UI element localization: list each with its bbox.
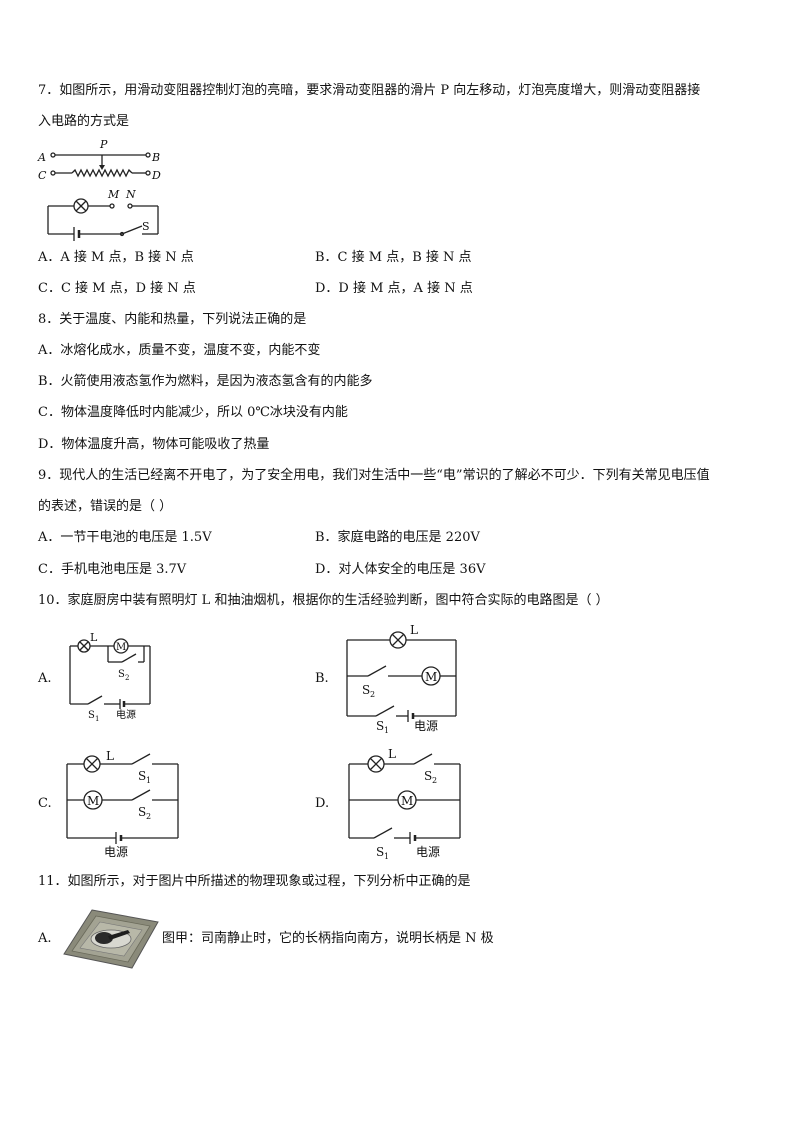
q10d-lamp-label: L [388,747,396,761]
q10a-motor-label: M [116,642,126,653]
q7-option-a: A．A 接 M 点，B 接 N 点 [38,250,194,265]
switch-s2-icon [131,789,151,801]
q11-option-a: 图甲：司南静止时，它的长柄指向南方，说明长柄是 N 极 [162,931,494,946]
q7-option-d: D．D 接 M 点，A 接 N 点 [315,281,473,296]
q10-circuit-b: L M S 2 S 1 电源 [346,623,457,735]
q10d-s2-label: S [424,769,432,783]
point-n [127,203,133,209]
q10b-s1-label: S [376,719,384,733]
q10a-s2-label: S [118,669,125,680]
q7-fig-label-b: B [151,151,160,164]
q8-option-b: B．火箭使用液态氢作为燃料，是因为液态氢含有的内能多 [38,374,373,389]
q7-fig-label-d: D [151,169,161,182]
q10a-lamp-label: L [90,631,98,644]
q7-rheostat-circuit-figure: A B P C D M N S [37,138,161,241]
q10d-motor-label: M [401,794,413,808]
switch-s2-icon [367,665,387,677]
q10d-s1-sub: 1 [384,852,389,861]
q7-fig-label-s: S [142,220,150,233]
q9-option-a: A．一节干电池的电压是 1.5V [38,530,212,545]
q11-label-a: A. [38,931,52,946]
terminal-d [145,170,151,176]
switch-s1-icon [131,753,151,765]
q7-fig-label-n: N [125,188,136,201]
q10-circuit-d: L S 2 M S 1 电源 [348,747,461,861]
q10b-lamp-label: L [410,623,418,637]
q10-label-d: D. [315,796,330,811]
q9-option-d: D．对人体安全的电压是 36V [315,562,486,577]
q10d-s1-label: S [376,845,384,859]
terminal-c [50,170,56,176]
q7-stem-line1: 7．如图所示，用滑动变阻器控制灯泡的亮暗，要求滑动变阻器的滑片 P 向左移动，灯… [38,83,701,98]
q10a-s2-sub: 2 [125,674,129,682]
q10b-s1-sub: 1 [384,726,389,735]
q10d-power-label: 电源 [416,845,440,859]
point-m [109,203,115,209]
q9-stem-line2: 的表述，错误的是（ ） [38,499,173,514]
switch-s2-icon [121,653,137,663]
q10-stem: 10．家庭厨房中装有照明灯 L 和抽油烟机，根据你的生活经验判断，图中符合实际的… [38,593,609,608]
switch-s2-icon [413,753,433,765]
q10c-lamp-label: L [106,749,114,763]
q10a-s1-label: S [88,710,95,721]
terminal-b [145,152,151,158]
q7-option-c: C．C 接 M 点，D 接 N 点 [38,281,196,296]
switch-s1-icon [87,695,103,705]
q10b-power-label: 电源 [414,719,438,733]
terminal-a [50,152,56,158]
q10b-s2-sub: 2 [370,690,375,699]
resistance-coil [71,168,133,178]
q10-label-a: A. [38,671,52,686]
q10a-s1-sub: 1 [95,715,99,723]
q9-option-b: B．家庭电路的电压是 220V [315,530,480,545]
switch-s1-icon [375,705,395,717]
q10b-motor-label: M [425,670,437,684]
q10c-s1-sub: 1 [146,776,151,785]
q10c-power-label: 电源 [104,845,128,859]
q10c-s2-label: S [138,805,146,819]
q9-option-c: C．手机电池电压是 3.7V [38,562,187,577]
q10b-s2-label: S [362,683,370,697]
q10-label-c: C. [38,796,52,811]
q8-stem: 8．关于温度、内能和热量，下列说法正确的是 [38,312,307,327]
q7-option-b: B．C 接 M 点，B 接 N 点 [315,250,472,265]
q10c-s1-label: S [138,769,146,783]
q9-stem-line1: 9．现代人的生活已经离不开电了，为了安全用电，我们对生活中一些“电”常识的了解必… [38,468,710,483]
q8-option-c: C．物体温度降低时内能减少，所以 0℃冰块没有内能 [38,405,348,420]
q7-fig-label-c: C [38,169,47,182]
q10-label-b: B. [315,671,329,686]
q10c-motor-label: M [87,794,99,808]
q10c-s2-sub: 2 [146,812,151,821]
q10a-power-label: 电源 [116,708,136,721]
q7-stem-line2: 入电路的方式是 [38,114,130,129]
q10-circuit-c: L S 1 M S 2 电源 [66,749,179,859]
q10d-s2-sub: 2 [432,776,437,785]
switch-s1-icon [373,827,393,839]
sinan-compass-image [63,909,159,969]
switch-icon [121,225,143,235]
q7-fig-label-p: P [99,138,108,151]
q10-circuit-a: L M S 2 S 1 电源 [69,631,151,723]
q7-fig-label-m: M [107,188,120,201]
q7-fig-label-a: A [37,151,46,164]
q11-stem: 11．如图所示，对于图片中所描述的物理现象或过程，下列分析中正确的是 [38,874,471,889]
q8-option-a: A．冰熔化成水，质量不变，温度不变，内能不变 [38,343,321,358]
q8-option-d: D．物体温度升高，物体可能吸收了热量 [38,437,270,452]
